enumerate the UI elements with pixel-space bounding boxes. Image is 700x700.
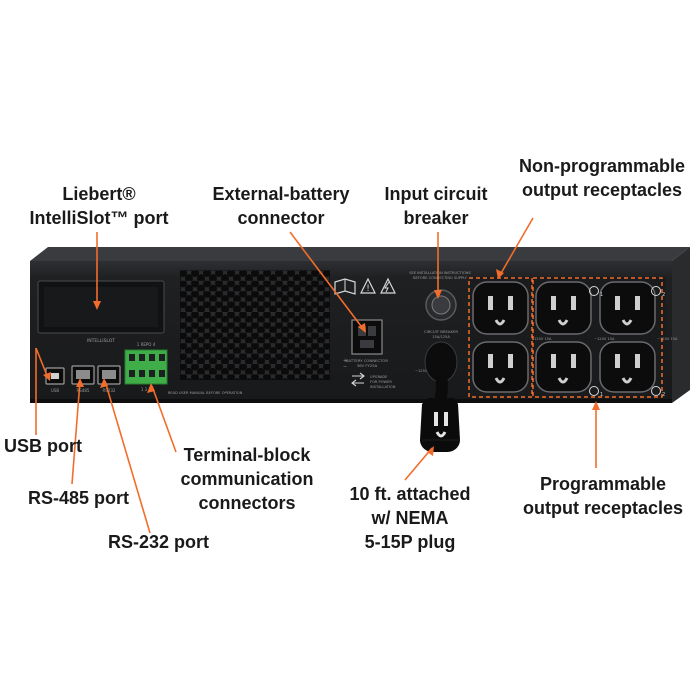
svg-text:!: ! <box>366 284 370 294</box>
leader-arrowheads <box>43 269 600 456</box>
input-circuit-breaker: SEE INSTALLATION INSTRUCTIONS BEFORE CON… <box>409 271 471 383</box>
comm-ports: USB RS485 RS232 <box>45 365 121 393</box>
upgrade-arrows-icon <box>351 372 365 387</box>
see-install-label: SEE INSTALLATION INSTRUCTIONS <box>409 271 471 275</box>
warning-symbols: ! <box>334 277 396 295</box>
install-label: INSTALLATION <box>370 385 396 389</box>
callout-nonprog-line-2: output receptacles <box>521 180 683 200</box>
leader-terminal <box>151 385 177 453</box>
bank-2-label: 2 <box>662 292 665 298</box>
usb-panel-label: USB <box>51 388 59 393</box>
callout-ext-battery-line-1: External-battery <box>212 184 350 204</box>
receptacle-bank: ~120V 15A ~120V 15A ~120V 15A 1 1 2 2 <box>468 277 678 398</box>
svg-text:−: − <box>343 364 347 370</box>
leader-rs232 <box>104 380 151 534</box>
intellislot-panel-label: INTELLISLOT <box>87 338 115 344</box>
svg-text:1: 1 <box>600 392 603 398</box>
receptacle-outlet <box>599 341 656 393</box>
receptacle-outlet <box>535 341 592 393</box>
rating-mid-label: ~120V 15A <box>594 337 615 341</box>
callout-plug-line-3: 5-15P plug <box>364 532 456 552</box>
cooling-vent <box>180 270 330 380</box>
bank-1-marker: 1 1 <box>589 286 603 398</box>
callout-external-battery: External-battery connector <box>196 182 366 230</box>
rs485-panel-label: RS485 <box>77 388 90 393</box>
callout-usb: USB port <box>4 434 82 458</box>
leader-lines <box>35 217 597 534</box>
upgrade-label: UPGRADE <box>370 375 388 379</box>
svg-text:+: + <box>343 358 347 364</box>
manual-book-icon <box>334 278 356 295</box>
rs232-panel-label: RS232 <box>103 388 116 393</box>
battery-rating-label: 36V FY25A <box>357 363 378 368</box>
callout-input-breaker: Input circuit breaker <box>372 182 500 230</box>
svg-text:~125V 15A: ~125V 15A <box>415 369 436 373</box>
receptacle-outlet <box>599 281 656 335</box>
callout-plug: 10 ft. attached w/ NEMA 5-15P plug <box>338 482 482 554</box>
callout-rs232-line-1: RS-232 port <box>108 532 210 552</box>
callout-rs485-line-1: RS-485 port <box>28 488 130 508</box>
callout-nonprogrammable: Non-programmable output receptacles <box>508 154 696 202</box>
circuit-breaker-label: CIRCUIT BREAKER <box>424 329 458 334</box>
callout-usb-line-1: USB port <box>4 436 82 456</box>
leader-plug <box>404 447 433 481</box>
callout-input-breaker-line-2: breaker <box>403 208 469 228</box>
callout-rs232: RS-232 port <box>108 530 209 554</box>
nema-5-15p-plug <box>420 374 460 452</box>
receptacle-outlet <box>472 281 529 335</box>
warning-triangle-icon: ! <box>360 277 376 294</box>
callout-terminal-line-3: connectors <box>198 493 296 513</box>
read-manual-notice: READ USER MANUAL BEFORE OPERATION <box>168 391 243 395</box>
svg-text:2: 2 <box>662 392 665 398</box>
callout-prog-line-1: Programmable <box>539 474 667 494</box>
callout-intellislot-line-2: IntelliSlot™ port <box>29 208 169 228</box>
callout-nonprog-line-1: Non-programmable <box>518 156 686 176</box>
terminal-head-label: 1 REPO 4 <box>137 342 156 347</box>
leader-ext-battery <box>289 231 365 331</box>
callout-input-breaker-line-1: Input circuit <box>384 184 488 204</box>
callout-programmable: Programmable output receptacles <box>510 472 696 520</box>
callout-plug-line-1: 10 ft. attached <box>349 484 471 504</box>
receptacle-outlet <box>472 341 529 393</box>
electric-hazard-icon <box>380 277 396 294</box>
intellislot-port: INTELLISLOT <box>37 280 165 344</box>
battery-connector-label: BATTERY CONNECTOR <box>346 358 388 363</box>
svg-text:15A/125A: 15A/125A <box>432 335 450 339</box>
callout-prog-line-2: output receptacles <box>522 498 684 518</box>
callout-terminal-line-1: Terminal-block <box>183 445 311 465</box>
see-install-label-2: BEFORE CONNECTING SUPPLY <box>413 276 468 280</box>
callout-plug-line-2: w/ NEMA <box>371 508 449 528</box>
callout-terminal-block: Terminal-block communication connectors <box>168 443 326 515</box>
callout-intellislot-line-1: Liebert® <box>62 184 136 204</box>
receptacle-outlet <box>535 281 592 335</box>
upgrade-sub-label: FOR POWER <box>370 380 392 384</box>
leader-nonprog <box>499 217 534 276</box>
bank-2-marker: 2 2 <box>651 286 665 398</box>
callout-terminal-line-2: communication <box>180 469 314 489</box>
terminal-foot-label: 1 2 3 <box>141 387 152 392</box>
nonprogrammable-group-outline <box>468 277 533 398</box>
leader-usb-h <box>35 347 49 379</box>
callout-intellislot: Liebert® IntelliSlot™ port <box>24 182 174 230</box>
programmable-group-outline <box>532 277 663 398</box>
rating-right-label: ~120V 15A <box>657 337 678 341</box>
callout-ext-battery-line-2: connector <box>237 208 325 228</box>
bank-1-label: 1 <box>600 292 603 298</box>
rating-left-label: ~120V 15A <box>531 337 552 341</box>
external-battery-connector: BATTERY CONNECTOR 36V FY25A + − UPGRADE … <box>343 319 396 389</box>
leader-rs485 <box>71 380 81 485</box>
callout-rs485: RS-485 port <box>28 486 129 510</box>
terminal-block: 1 REPO 4 1 2 3 <box>124 342 168 392</box>
